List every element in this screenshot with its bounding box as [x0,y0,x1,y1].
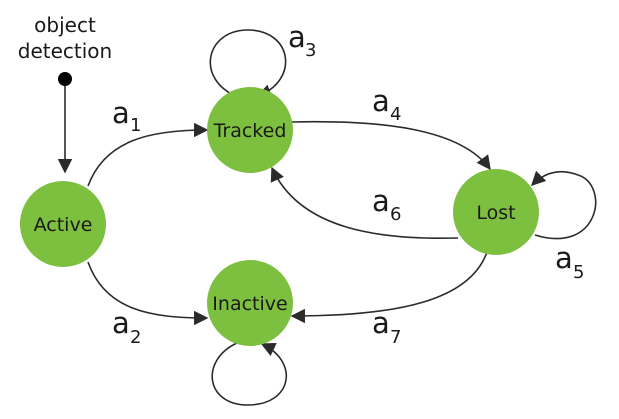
label-a6: a 6 [372,184,401,225]
label-a1-index: 1 [130,115,141,136]
state-inactive-circle [207,260,293,346]
label-a1-letter: a [112,96,130,130]
label-a5-index: 5 [573,262,584,283]
label-a6-index: 6 [390,204,401,225]
state-lost: Lost [453,169,539,255]
state-inactive-label: Inactive [212,293,287,315]
edge-a7-lost-to-inactive [290,251,488,324]
label-a5-letter: a [555,241,573,275]
start-dot [58,72,72,86]
state-lost-circle [453,169,539,255]
state-tracked: Tracked [207,87,293,173]
state-lost-label: Lost [476,202,515,224]
label-a2: a 2 [112,306,141,348]
label-a4-index: 4 [390,104,401,125]
label-a3: a 3 [288,20,316,61]
state-active-label: Active [34,214,93,236]
edge-a6-lost-to-tracked [270,166,459,240]
start-node: object detection [18,13,112,86]
edge-a2-active-to-inactive [87,261,209,326]
state-tracked-label: Tracked [213,120,287,142]
label-a1: a 1 [112,96,141,136]
label-a4: a 4 [372,84,401,125]
state-active: Active [20,181,106,267]
edge-a4-tracked-to-lost [291,120,491,171]
start-label-line1: object [34,13,96,37]
label-a4-letter: a [372,84,390,118]
label-a5: a 5 [555,241,584,283]
label-a2-letter: a [112,306,130,340]
edge-a5-lost-loop [530,170,597,240]
start-label-line2: detection [18,39,112,63]
edge-a3-tracked-loop [209,29,287,99]
edge-a1-active-to-tracked [87,122,209,187]
label-a3-index: 3 [305,40,316,61]
state-active-circle [20,181,106,267]
label-a6-letter: a [372,184,390,218]
label-a7-letter: a [372,306,390,340]
label-a7: a 7 [372,306,401,348]
label-a2-index: 2 [130,327,141,348]
label-a3-letter: a [288,20,306,54]
edge-inactive-loop [211,342,288,406]
state-tracked-circle [207,87,293,173]
state-inactive: Inactive [207,260,293,346]
label-a7-index: 7 [390,327,401,348]
